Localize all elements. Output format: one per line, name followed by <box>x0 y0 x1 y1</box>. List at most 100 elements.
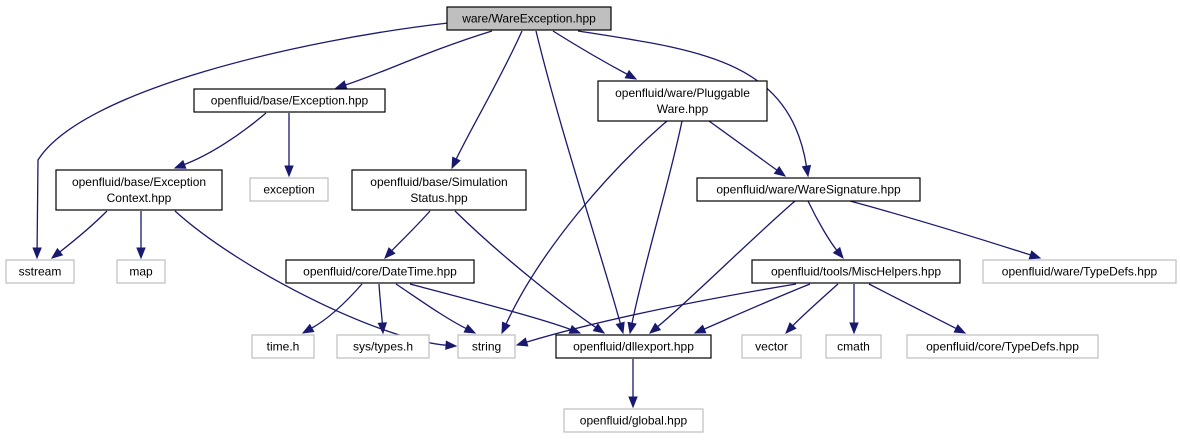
node-label: Status.hpp <box>410 191 468 205</box>
edge-line <box>791 283 839 327</box>
edge-arrowhead <box>173 159 187 169</box>
edge-arrowhead <box>615 321 625 335</box>
edge-arrowhead <box>953 324 967 334</box>
node-box <box>116 259 166 284</box>
node-label: openfluid/core/TypeDefs.hpp <box>926 340 1079 354</box>
node-label: Context.hpp <box>107 191 172 205</box>
node-label: openfluid/base/Exception <box>72 175 206 189</box>
node-label: time.h <box>267 340 300 354</box>
node-ware-exception[interactable]: ware/WareException.hpp <box>446 6 612 31</box>
edge-arrowhead <box>301 323 315 334</box>
node-label: sstream <box>19 265 62 279</box>
edge-exception_context-to-map <box>136 210 146 260</box>
edge-misc_helpers-to-string <box>515 283 797 347</box>
node-core-typedefs[interactable]: openfluid/core/TypeDefs.hpp <box>906 334 1099 359</box>
node-label: openfluid/ware/TypeDefs.hpp <box>1002 265 1158 279</box>
edge-line <box>868 283 958 330</box>
node-label: cmath <box>837 340 870 354</box>
edge-line <box>525 283 797 344</box>
node-box <box>351 169 527 211</box>
edge-arrowhead <box>384 247 396 259</box>
node-label: openfluid/global.hpp <box>580 414 688 428</box>
node-label: openfluid/dllexport.hpp <box>573 340 694 354</box>
node-label: sys/types.h <box>353 340 413 354</box>
node-vector[interactable]: vector <box>741 334 802 359</box>
edge-arrowhead <box>773 166 787 177</box>
node-box <box>55 169 223 211</box>
node-box <box>825 334 882 359</box>
edge-line <box>535 30 622 325</box>
edge-ware_exception-to-pluggable_ware <box>552 30 638 80</box>
node-sys-types[interactable]: sys/types.h <box>336 334 430 359</box>
node-box <box>457 334 516 359</box>
edge-line <box>708 120 779 172</box>
node-string[interactable]: string <box>457 334 516 359</box>
nodes-layer: ware/WareException.hpp openfluid/base/Exc… <box>5 6 1177 433</box>
node-label: openfluid/base/Simulation <box>370 175 507 189</box>
edge-simulation_status-to-dllexport <box>454 210 606 334</box>
node-box <box>446 6 612 31</box>
node-misc-helpers[interactable]: openfluid/tools/MiscHelpers.hpp <box>751 259 961 284</box>
edge-arrowhead <box>628 396 638 409</box>
node-box <box>285 259 475 284</box>
node-box <box>597 80 768 122</box>
edge-arrowhead <box>627 321 637 335</box>
edges-layer <box>32 22 1042 409</box>
node-box <box>751 259 961 284</box>
edge-arrowhead <box>849 322 859 335</box>
edge-ware_signature-to-dllexport <box>648 200 796 334</box>
node-box <box>555 334 712 359</box>
edge-line <box>36 22 449 250</box>
edge-line <box>378 283 384 325</box>
edge-misc_helpers-to-core_typedefs <box>868 283 967 334</box>
edge-line <box>455 30 523 161</box>
edge-arrowhead <box>785 322 797 334</box>
edge-ware_exception-to-sstream <box>32 22 449 260</box>
edge-line <box>552 30 629 76</box>
edge-datetime-to-sys_types <box>377 283 388 335</box>
edge-arrowhead <box>50 247 64 259</box>
edge-line <box>395 283 468 330</box>
edge-line <box>577 30 808 168</box>
node-exception-std[interactable]: exception <box>249 177 329 202</box>
node-dllexport[interactable]: openfluid/dllexport.hpp <box>555 334 712 359</box>
node-datetime[interactable]: openfluid/core/DateTime.hpp <box>285 259 475 284</box>
node-box <box>336 334 430 359</box>
node-label: map <box>129 265 153 279</box>
edge-ware_exception-to-base_exception <box>334 30 493 90</box>
node-ware-typedefs[interactable]: openfluid/ware/TypeDefs.hpp <box>982 259 1177 284</box>
edge-ware_exception-to-simulation_status <box>451 30 523 170</box>
edge-misc_helpers-to-dllexport <box>693 283 811 334</box>
edge-pluggable_ware-to-ware_signature <box>708 120 787 177</box>
edge-line <box>807 200 838 252</box>
node-base-exception[interactable]: openfluid/base/Exception.hpp <box>193 88 386 113</box>
node-map[interactable]: map <box>116 259 166 284</box>
edge-arrowhead <box>445 340 458 350</box>
edge-misc_helpers-to-cmath <box>849 284 859 335</box>
node-time-h[interactable]: time.h <box>251 334 315 359</box>
edge-arrowhead <box>693 324 707 334</box>
edge-line <box>58 210 108 253</box>
node-sstream[interactable]: sstream <box>5 259 75 284</box>
edge-arrowhead <box>832 246 844 260</box>
node-box <box>251 334 315 359</box>
node-label: openfluid/ware/Pluggable <box>615 86 750 100</box>
node-label: ware/WareException.hpp <box>461 12 596 26</box>
edge-arrowhead <box>515 337 529 347</box>
edge-line <box>409 283 572 331</box>
edge-arrowhead <box>284 165 294 178</box>
edge-arrowhead <box>801 164 812 178</box>
edge-pluggable_ware-to-dllexport <box>627 120 683 335</box>
node-cmath[interactable]: cmath <box>825 334 882 359</box>
node-global[interactable]: openfluid/global.hpp <box>563 408 704 433</box>
edge-datetime-to-dllexport <box>409 283 582 334</box>
node-label: openfluid/ware/WareSignature.hpp <box>716 183 901 197</box>
node-box <box>193 88 386 113</box>
node-box <box>741 334 802 359</box>
node-ware-signature[interactable]: openfluid/ware/WareSignature.hpp <box>696 177 921 202</box>
node-label: vector <box>755 340 788 354</box>
